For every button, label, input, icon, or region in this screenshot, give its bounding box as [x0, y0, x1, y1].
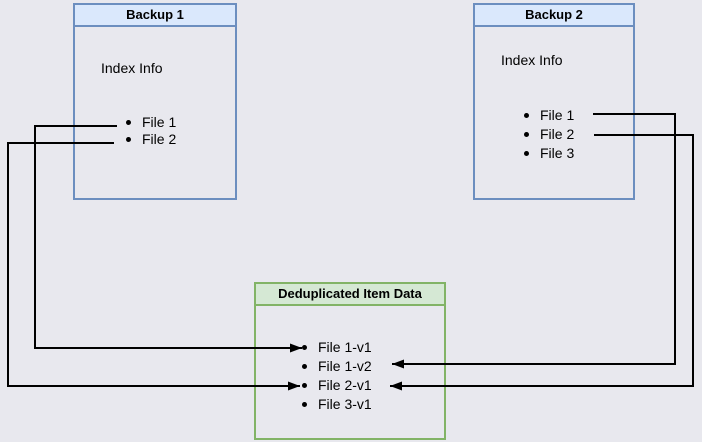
dedup-file-item: File 1-v2 — [300, 357, 372, 376]
backup2-index-info-label: Index Info — [501, 52, 563, 68]
backup1-title: Backup 1 — [75, 5, 235, 27]
dedup-file-item: File 1-v1 — [300, 338, 372, 357]
backup2-file-item: File 1 — [522, 106, 574, 125]
backup2-box: Backup 2 — [473, 3, 635, 200]
backup2-file-list: File 1 File 2 File 3 — [522, 106, 574, 163]
dedup-title: Deduplicated Item Data — [256, 284, 444, 306]
backup1-file-item: File 1 — [124, 114, 176, 131]
backup2-title: Backup 2 — [475, 5, 633, 27]
dedup-file-item: File 3-v1 — [300, 395, 372, 414]
dedup-file-item: File 2-v1 — [300, 376, 372, 395]
dedup-file-list: File 1-v1 File 1-v2 File 2-v1 File 3-v1 — [300, 338, 372, 414]
backup1-index-info-label: Index Info — [101, 60, 163, 76]
backup1-file-list: File 1 File 2 — [124, 114, 176, 148]
backup1-file-item: File 2 — [124, 131, 176, 148]
backup2-file-item: File 2 — [522, 125, 574, 144]
backup1-box: Backup 1 — [73, 3, 237, 200]
backup2-file-item: File 3 — [522, 144, 574, 163]
